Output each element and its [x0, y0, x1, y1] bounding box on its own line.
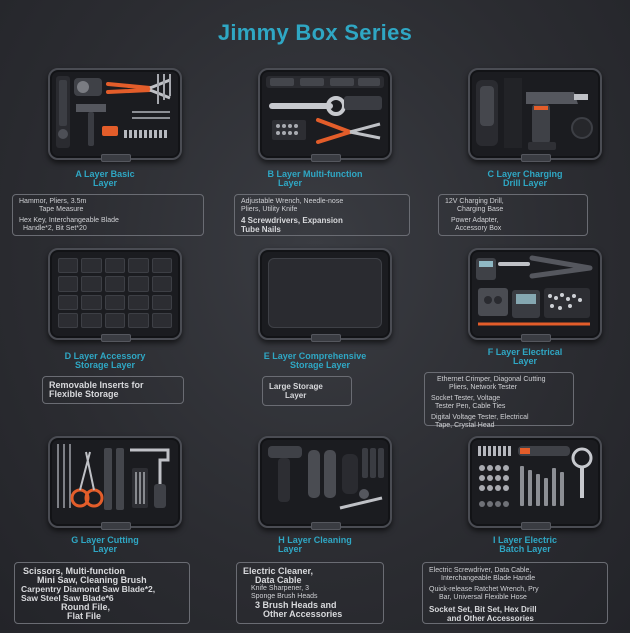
layer-f-label: F Layer Electrical Layer	[487, 347, 563, 366]
cutting-tools-icon	[57, 444, 170, 510]
storage-inserts-grid	[58, 258, 172, 328]
layer-a: A Layer Basic Layer Hammor, Pliers, 3.5m…	[0, 60, 210, 265]
layer-g-description: Scissors, Multi-function Mini Saw, Clean…	[14, 562, 190, 624]
electrical-tools-icon	[476, 255, 593, 326]
box-handle	[311, 154, 341, 162]
basic-tools-icon	[56, 74, 171, 148]
box-handle	[101, 334, 131, 342]
cleaning-tools-icon	[268, 446, 384, 510]
tool-box-a	[48, 68, 182, 162]
layer-h-label: H Layer Cleaning Layer	[278, 535, 352, 554]
tool-box-g	[48, 436, 182, 530]
layer-e: E Layer Comprehensive Storage Layer Larg…	[210, 240, 420, 445]
box-handle	[311, 334, 341, 342]
tool-box-c	[468, 68, 602, 162]
box-handle	[521, 154, 551, 162]
box-handle	[311, 522, 341, 530]
box-handle	[521, 334, 551, 342]
layer-a-description: Hammor, Pliers, 3.5m Tape Measure Hex Ke…	[12, 194, 204, 236]
tool-box-b	[258, 68, 392, 162]
layer-e-label: E Layer Comprehensive Storage Layer	[263, 351, 367, 370]
layer-i-label: I Layer Electric Batch Layer	[492, 535, 558, 554]
layer-g-label: G Layer Cutting Layer	[71, 535, 139, 554]
electric-batch-tools-icon	[478, 446, 593, 507]
layer-a-label: A Layer Basic Layer	[75, 169, 135, 188]
layer-c: C Layer Charging Drill Layer 12V Chargin…	[420, 60, 630, 265]
multi-function-tools-icon	[266, 76, 384, 144]
layer-i: I Layer Electric Batch Layer Electric Sc…	[420, 428, 630, 633]
layer-f-description: Ethernet Crimper, Diagonal Cutting Plier…	[424, 372, 574, 429]
layer-h-description: Electric Cleaner, Data Cable Knife Sharp…	[236, 562, 384, 624]
tool-box-h	[258, 436, 392, 530]
layer-d-description: Removable Inserts for Flexible Storage	[42, 376, 184, 404]
layer-d-label: D Layer Accessory Storage Layer	[64, 351, 146, 370]
layer-d: D Layer Accessory Storage Layer Removabl…	[0, 240, 210, 445]
layer-b-description: Adjustable Wrench, Needle-nose Pliers, U…	[234, 194, 410, 236]
page-title: Jimmy Box Series	[217, 20, 413, 45]
tool-box-i	[468, 436, 602, 530]
layer-b-label: B Layer Multi-function Layer	[267, 169, 363, 188]
tool-box-d	[48, 248, 182, 342]
layer-i-description: Electric Screwdriver, Data Cable, Interc…	[422, 562, 608, 624]
layer-c-label: C Layer Charging Drill Layer	[487, 169, 563, 188]
charging-drill-icon	[476, 78, 593, 150]
layer-f: F Layer Electrical Layer Ethernet Crimpe…	[420, 240, 630, 445]
box-handle	[101, 522, 131, 530]
box-handle	[101, 154, 131, 162]
layer-e-description: Large Storage Layer	[262, 376, 352, 406]
large-storage-compartment	[268, 258, 382, 328]
box-handle	[521, 522, 551, 530]
tool-box-f	[468, 248, 602, 342]
layer-g: G Layer Cutting Layer Scissors, Multi-fu…	[0, 428, 210, 633]
layer-c-description: 12V Charging Drill, Charging Base Power …	[438, 194, 588, 236]
layer-b: B Layer Multi-function Layer Adjustable …	[210, 60, 420, 265]
tool-box-e	[258, 248, 392, 342]
layer-h: H Layer Cleaning Layer Electric Cleaner,…	[210, 428, 420, 633]
